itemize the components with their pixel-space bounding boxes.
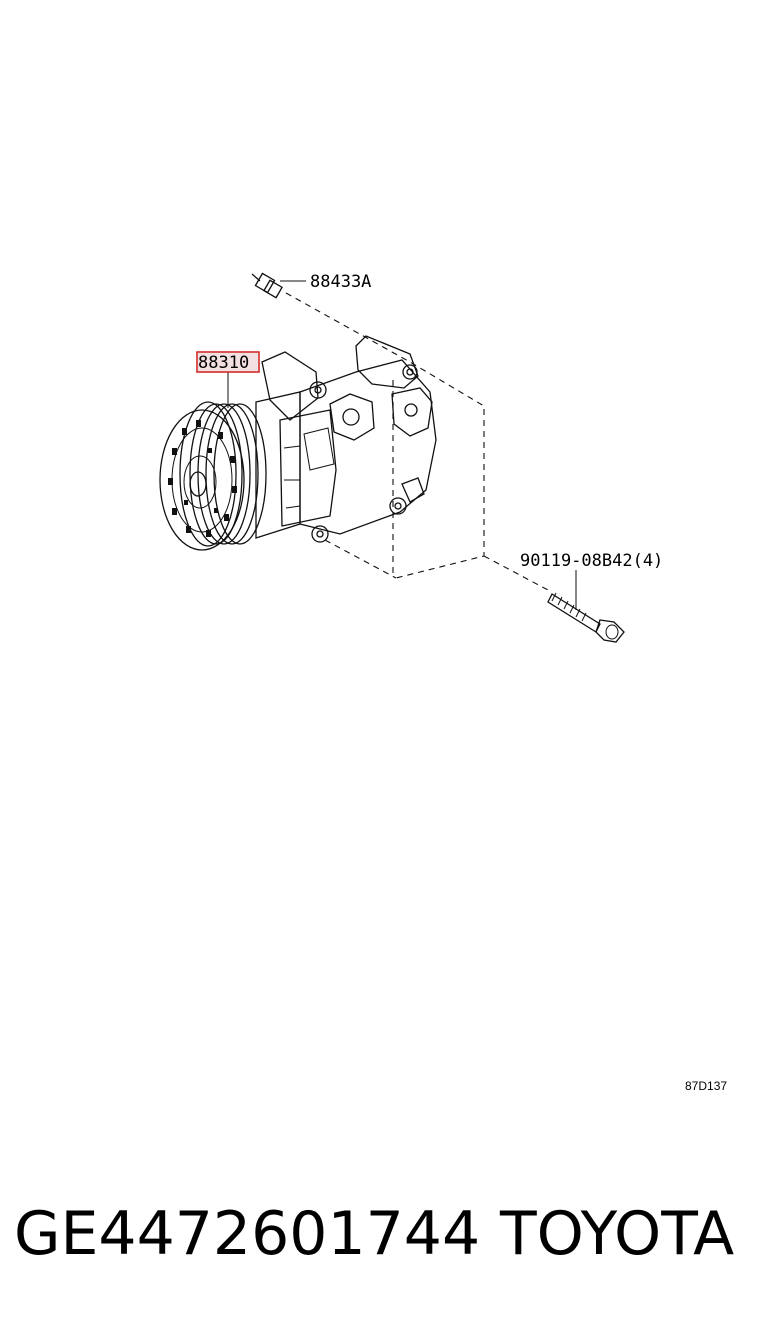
callout-sensor-label: 88433A — [310, 272, 371, 292]
compressor-part — [159, 335, 437, 551]
sensor-part — [251, 272, 306, 299]
callout-compressor-label[interactable]: 88310 — [198, 353, 249, 373]
part-number: GE4472601744 — [14, 1199, 481, 1269]
callout-compressor-fill — [198, 353, 258, 371]
bolt-part — [547, 570, 625, 643]
assembly-dashed-outline — [285, 292, 549, 591]
diagram-reference-code: 87D137 — [685, 1079, 727, 1093]
brand-name: TOYOTA — [500, 1199, 735, 1269]
callout-bolt-label: 90119-08B42(4) — [520, 551, 663, 571]
callout-compressor-highlight — [196, 351, 260, 373]
